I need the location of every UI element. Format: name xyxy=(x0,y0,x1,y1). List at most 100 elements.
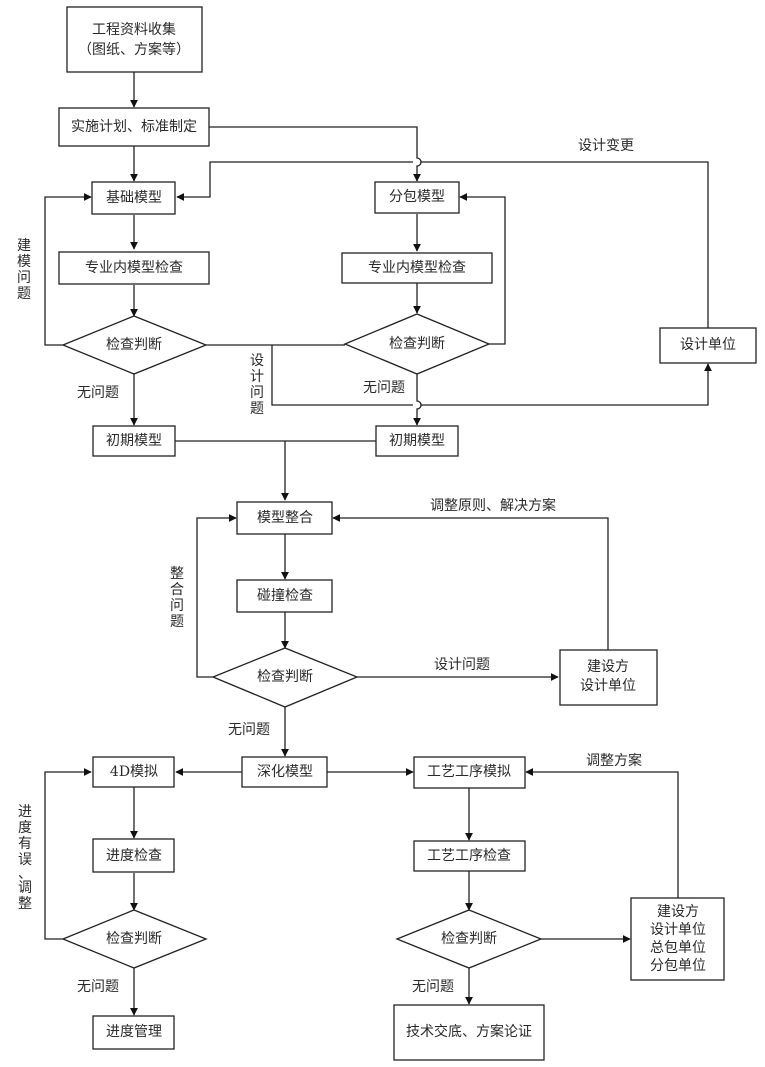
node-tech-brief[interactable]: 技术交底、方案论证 xyxy=(393,1004,545,1061)
node-process-check-label: 工艺工序检查 xyxy=(427,848,511,864)
arrow-plan-to-sub-model xyxy=(209,126,422,182)
node-collect-line2: （图纸、方案等） xyxy=(78,41,190,58)
label-char: 题 xyxy=(170,614,184,630)
arrow-design-issue xyxy=(206,344,708,406)
label-adjust-principle: 调整原则、解决方案 xyxy=(430,497,556,514)
node-design-unit-label: 设计单位 xyxy=(680,337,736,353)
arrow-integration-issue-loop xyxy=(196,514,237,678)
node-parties-line2: 设计单位 xyxy=(650,922,706,938)
node-judge-proc-label: 检查判断 xyxy=(441,931,497,947)
label-no-issue-mid: 无问题 xyxy=(228,722,270,738)
node-judge-right-label: 检查判断 xyxy=(389,336,445,352)
node-4d-sim[interactable]: 4D模拟 xyxy=(92,756,175,788)
node-integrate[interactable]: 模型整合 xyxy=(236,501,333,535)
label-char: 整 xyxy=(170,566,184,582)
label-char: 有 xyxy=(18,836,32,852)
label-no-issue-right: 无问题 xyxy=(363,380,405,396)
label-char: 整 xyxy=(18,896,32,912)
node-deepen-label: 深化模型 xyxy=(257,764,313,780)
label-char: 建 xyxy=(17,238,31,254)
edge-labels: 设计变更 建 模 问 题 设 计 问 题 无问题 无问题 调整原则、解决方案 整… xyxy=(17,138,642,995)
label-char: 、 xyxy=(18,866,32,882)
node-judge-right[interactable]: 检查判断 xyxy=(343,313,491,375)
node-parties-line1: 建设方 xyxy=(657,904,699,920)
label-char: 计 xyxy=(250,369,264,385)
node-owner-design-line2: 设计单位 xyxy=(580,678,636,694)
arrow-modeling-issue-loop xyxy=(44,193,92,346)
node-owner-design-line1: 建设方 xyxy=(587,659,629,675)
node-plan[interactable]: 实施计划、标准制定 xyxy=(58,107,210,147)
node-collect[interactable]: 工程资料收集 （图纸、方案等） xyxy=(66,6,203,73)
node-process-sim[interactable]: 工艺工序模拟 xyxy=(413,756,526,789)
node-judge-mid[interactable]: 检查判断 xyxy=(211,647,359,708)
node-parties-line4: 分包单位 xyxy=(650,958,706,974)
node-parties[interactable]: 建设方 设计单位 总包单位 分包单位 xyxy=(630,897,725,981)
label-char: 模 xyxy=(17,254,31,270)
label-char: 合 xyxy=(170,582,184,598)
node-clash[interactable]: 碰撞检查 xyxy=(236,579,333,613)
arrow-judge-right-to-initial xyxy=(413,374,422,426)
label-modeling-issue: 建 模 问 题 xyxy=(17,238,31,302)
node-deepen[interactable]: 深化模型 xyxy=(241,756,328,788)
node-initial-left-label: 初期模型 xyxy=(106,432,162,449)
connectors xyxy=(44,72,709,1016)
arrow-progress-error-loop xyxy=(44,768,92,940)
node-clash-label: 碰撞检查 xyxy=(257,588,313,604)
node-base-model[interactable]: 基础模型 xyxy=(91,181,176,215)
node-base-model-label: 基础模型 xyxy=(106,189,162,206)
node-progress-mgmt-label: 进度管理 xyxy=(106,1024,162,1040)
arrow-adjust-plan xyxy=(525,768,679,898)
label-adjust-plan: 调整方案 xyxy=(586,752,642,769)
label-no-issue-4d: 无问题 xyxy=(77,979,119,995)
label-no-issue-proc: 无问题 xyxy=(412,979,454,995)
node-owner-design[interactable]: 建设方 设计单位 xyxy=(559,649,658,706)
label-char: 度 xyxy=(18,820,32,836)
node-initial-left[interactable]: 初期模型 xyxy=(92,425,176,457)
node-sub-model[interactable]: 分包模型 xyxy=(374,181,460,214)
node-check-right[interactable]: 专业内模型检查 xyxy=(341,252,493,284)
node-design-unit[interactable]: 设计单位 xyxy=(659,327,757,364)
node-tech-brief-label: 技术交底、方案论证 xyxy=(406,1023,532,1040)
arrow-right-loop xyxy=(459,193,506,345)
node-judge-left-label: 检查判断 xyxy=(106,337,162,353)
label-design-issue-vertical: 设 计 问 题 xyxy=(250,353,264,417)
node-judge-4d-label: 检查判断 xyxy=(106,931,162,947)
node-progress-check[interactable]: 进度检查 xyxy=(92,838,175,873)
label-char: 调 xyxy=(18,880,32,896)
node-judge-mid-label: 检查判断 xyxy=(257,669,313,685)
node-process-check[interactable]: 工艺工序检查 xyxy=(413,840,526,872)
node-judge-left[interactable]: 检查判断 xyxy=(61,315,208,375)
node-check-left-label: 专业内模型检查 xyxy=(85,260,183,276)
node-parties-line3: 总包单位 xyxy=(650,940,706,956)
node-check-left[interactable]: 专业内模型检查 xyxy=(58,251,210,285)
node-4d-sim-label: 4D模拟 xyxy=(110,764,158,780)
node-integrate-label: 模型整合 xyxy=(257,510,313,526)
label-no-issue-left: 无问题 xyxy=(77,385,119,401)
node-progress-check-label: 进度检查 xyxy=(106,848,162,864)
node-judge-proc[interactable]: 检查判断 xyxy=(395,909,543,969)
node-sub-model-label: 分包模型 xyxy=(389,189,445,205)
node-initial-right[interactable]: 初期模型 xyxy=(375,425,459,457)
node-initial-right-label: 初期模型 xyxy=(389,432,445,449)
node-check-right-label: 专业内模型检查 xyxy=(368,260,466,276)
node-progress-mgmt[interactable]: 进度管理 xyxy=(92,1015,175,1050)
label-char: 设 xyxy=(250,353,264,369)
node-judge-4d[interactable]: 检查判断 xyxy=(61,909,208,969)
node-plan-label: 实施计划、标准制定 xyxy=(71,119,197,135)
node-process-sim-label: 工艺工序模拟 xyxy=(427,764,511,780)
arrow-adjust-principle xyxy=(332,514,609,650)
label-char: 误 xyxy=(18,852,32,868)
label-char: 问 xyxy=(250,385,264,401)
label-integrate-issue: 整 合 问 题 xyxy=(170,566,184,630)
label-char: 题 xyxy=(250,401,264,417)
label-char: 问 xyxy=(170,598,184,614)
label-progress-error: 进 度 有 误 、 调 整 xyxy=(18,804,32,912)
label-char: 进 xyxy=(18,804,32,820)
label-design-change: 设计变更 xyxy=(578,138,634,154)
label-char: 问 xyxy=(17,270,31,286)
label-char: 题 xyxy=(17,286,31,302)
arrow-design-change xyxy=(177,161,709,329)
label-design-issue: 设计问题 xyxy=(434,657,490,673)
node-collect-line1: 工程资料收集 xyxy=(92,21,176,38)
